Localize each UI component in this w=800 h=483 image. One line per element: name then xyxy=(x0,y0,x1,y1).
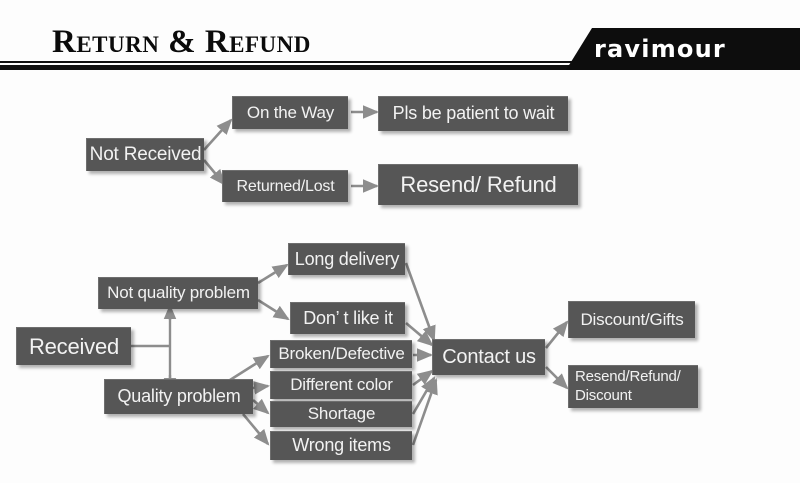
node-label: Not Received xyxy=(89,143,202,165)
node-received[interactable]: Received xyxy=(16,327,131,365)
node-label: Long delivery xyxy=(294,248,400,269)
node-label: Different color xyxy=(290,375,393,395)
node-long-delivery[interactable]: Long delivery xyxy=(288,243,405,275)
node-resend-refund[interactable]: Resend/ Refund xyxy=(378,164,578,205)
node-different-color[interactable]: Different color xyxy=(270,371,412,399)
node-label: On the Way xyxy=(246,102,335,122)
node-label: Broken/Defective xyxy=(278,344,405,364)
node-label: Shortage xyxy=(307,404,376,424)
node-label: Not quality problem xyxy=(107,283,250,303)
node-pls-be-patient-to-wait[interactable]: Pls be patient to wait xyxy=(378,96,568,131)
node-label: Returned/Lost xyxy=(236,177,335,195)
node-label: Contact us xyxy=(442,345,536,368)
brand-logo-text: ravimour xyxy=(594,35,726,63)
node-label: Discount/Gifts xyxy=(580,309,684,329)
node-label: Pls be patient to wait xyxy=(392,103,555,124)
node-label: Received xyxy=(28,333,120,359)
node-not-quality-problem[interactable]: Not quality problem xyxy=(98,277,258,309)
node-shortage[interactable]: Shortage xyxy=(270,401,412,427)
node-label-wrap: Resend/Refund/ Discount xyxy=(575,368,681,406)
page-title: Return & Refund xyxy=(52,24,311,60)
node-label: Resend/ Refund xyxy=(400,172,557,198)
node-label: Don’ t like it xyxy=(303,307,393,328)
brand-logo-plate xyxy=(566,28,800,70)
node-discount-gifts[interactable]: Discount/Gifts xyxy=(568,301,695,338)
node-quality-problem[interactable]: Quality problem xyxy=(104,379,253,414)
node-broken-defective[interactable]: Broken/Defective xyxy=(270,340,412,368)
header-rule-thin xyxy=(0,61,612,63)
node-resend-refund-discount[interactable]: Resend/Refund/ Discount xyxy=(568,365,698,408)
node-dont-like-it[interactable]: Don’ t like it xyxy=(290,302,405,334)
page-header: Return & Refund ravimour xyxy=(0,0,800,78)
node-on-the-way[interactable]: On the Way xyxy=(232,96,348,129)
node-label-line-1: Resend/Refund/ xyxy=(575,368,681,386)
node-label: Wrong items xyxy=(292,435,391,456)
header-rule-thick xyxy=(0,65,612,70)
node-label: Quality problem xyxy=(117,386,241,407)
node-not-received[interactable]: Not Received xyxy=(86,138,204,171)
node-returned-lost[interactable]: Returned/Lost xyxy=(222,170,348,202)
node-label-line-2: Discount xyxy=(575,387,632,404)
node-contact-us[interactable]: Contact us xyxy=(432,339,545,375)
node-wrong-items[interactable]: Wrong items xyxy=(270,431,412,460)
